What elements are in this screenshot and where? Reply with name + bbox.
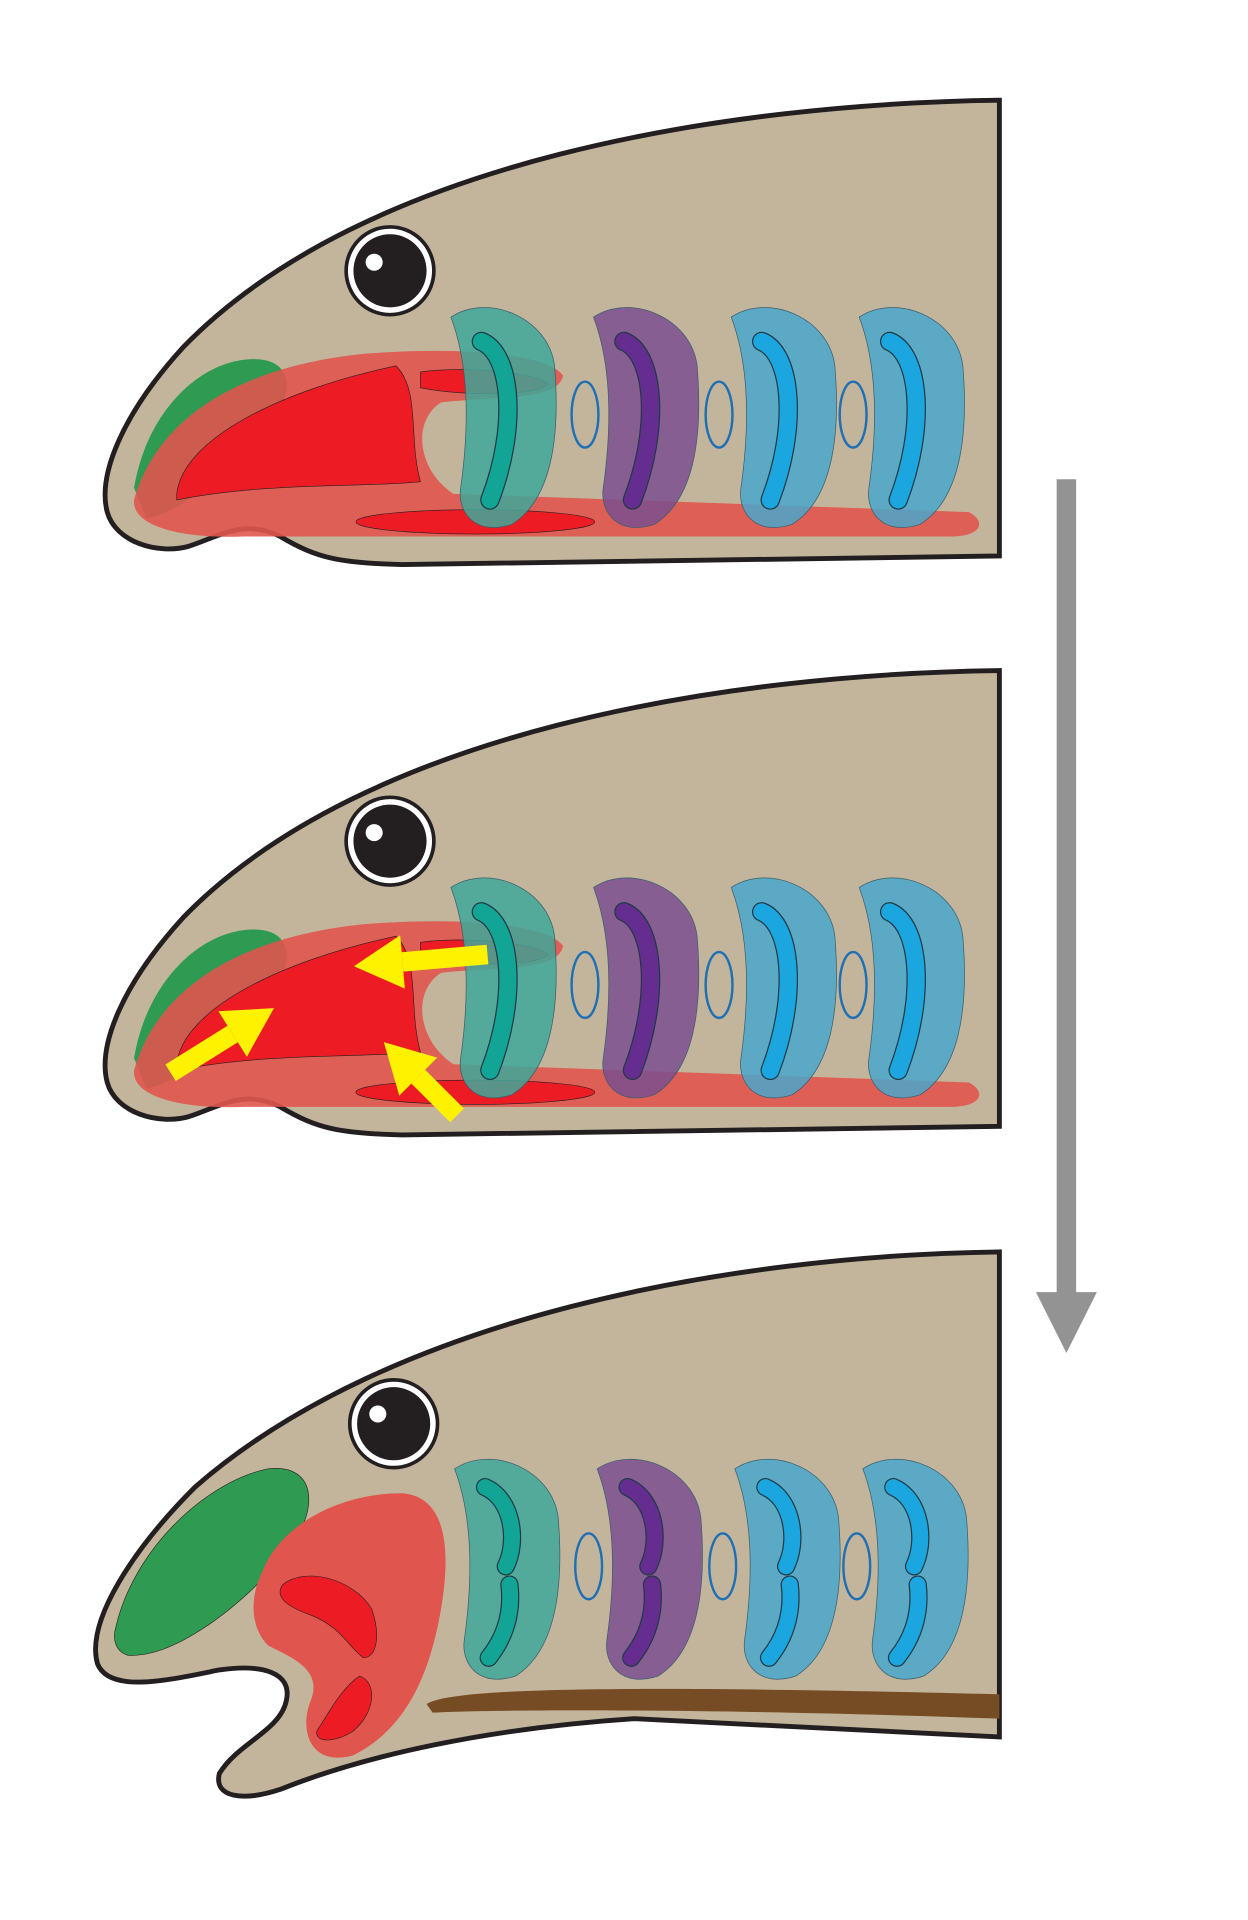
pharyngeal-pouch-ring xyxy=(704,380,734,449)
eye-highlight xyxy=(365,253,383,271)
time-arrow xyxy=(1035,479,1097,1354)
eye-pupil xyxy=(353,234,427,308)
red-pouch-upper xyxy=(279,1575,377,1659)
yellow-arrow-from-back xyxy=(353,935,489,989)
eye-pupil xyxy=(353,804,427,878)
red-endoderm xyxy=(176,365,421,501)
eye xyxy=(344,225,436,317)
head-stage-2 xyxy=(105,671,999,1135)
eye xyxy=(347,1378,440,1470)
red-pouch-lower xyxy=(316,1675,373,1741)
brown-bar xyxy=(426,1688,1000,1719)
yellow-arrow-from-below xyxy=(383,1042,464,1123)
eye-highlight xyxy=(365,824,383,842)
pharyngeal-pouch-ring xyxy=(574,1532,604,1601)
head-stage-1 xyxy=(105,100,999,564)
pharyngeal-pouch-ring xyxy=(570,380,600,449)
yellow-arrow-from-front xyxy=(165,1008,274,1082)
pharyngeal-pouch-ring xyxy=(838,380,868,449)
yellow-arrows xyxy=(165,935,489,1123)
eye xyxy=(344,795,436,887)
pharyngeal-pouch-ring xyxy=(708,1532,738,1601)
pharyngeal-pouch-ring xyxy=(842,1532,872,1601)
head-stage-3 xyxy=(93,1249,1002,1799)
pharyngeal-pouch-ring xyxy=(570,950,600,1020)
pharyngeal-pouch-ring xyxy=(704,950,734,1020)
pharyngeal-pouch-ring xyxy=(838,950,868,1020)
